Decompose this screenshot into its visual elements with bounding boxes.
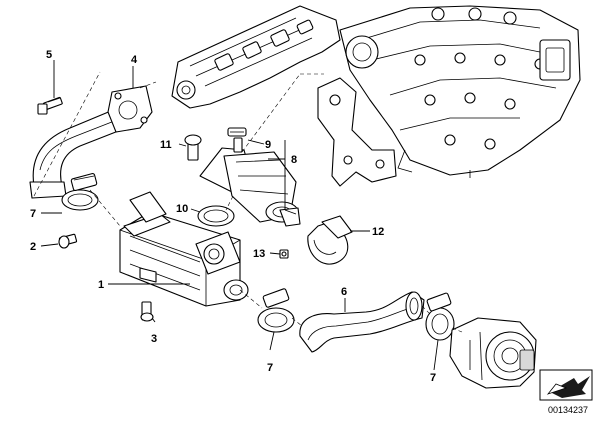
callout-10: 10 [176,203,188,215]
egr-pipe-upper-drawing [29,85,153,199]
callout-6: 6 [341,286,347,298]
egr-pipe-lower-drawing [299,291,425,353]
hose-clamp-left-drawing [61,172,99,211]
bracket-drawing [317,77,397,187]
bolt-5-drawing [37,96,63,115]
bolt-2-drawing [58,233,78,249]
callout-5: 5 [46,49,52,61]
hose-clamp-middle-drawing [257,288,295,333]
callout-8: 8 [291,154,297,166]
callout-3: 3 [151,333,157,345]
throttle-housing-drawing [449,317,537,389]
callout-1: 1 [98,279,104,291]
screw-11-drawing [184,134,202,161]
screw-13-drawing [279,249,289,259]
egr-valve-drawing [199,127,301,227]
callout-12: 12 [372,226,384,238]
gasket-10-drawing [197,205,235,227]
bolt-3-drawing [140,301,154,322]
callout-9: 9 [265,139,271,151]
image-number: 00134237 [547,405,588,415]
hose-clamp-right-drawing [425,292,455,341]
callout-2: 2 [30,241,36,253]
leader-lines [40,60,439,371]
callout-4: 4 [131,54,138,66]
nav-arrow-icon[interactable] [539,369,593,401]
callout-7-left: 7 [30,208,36,220]
egr-cooler-drawing [119,191,249,307]
mount-clip-12-drawing [307,215,353,265]
alignment-lines [33,71,463,333]
callout-11: 11 [160,139,172,151]
callout-7-right: 7 [430,372,436,384]
callout-7-middle: 7 [267,362,273,374]
callout-13: 13 [253,248,265,260]
callout-numbers: 5 4 11 9 8 7 10 2 13 12 1 6 3 7 7 [30,49,436,384]
intake-manifold-drawing [171,5,581,178]
